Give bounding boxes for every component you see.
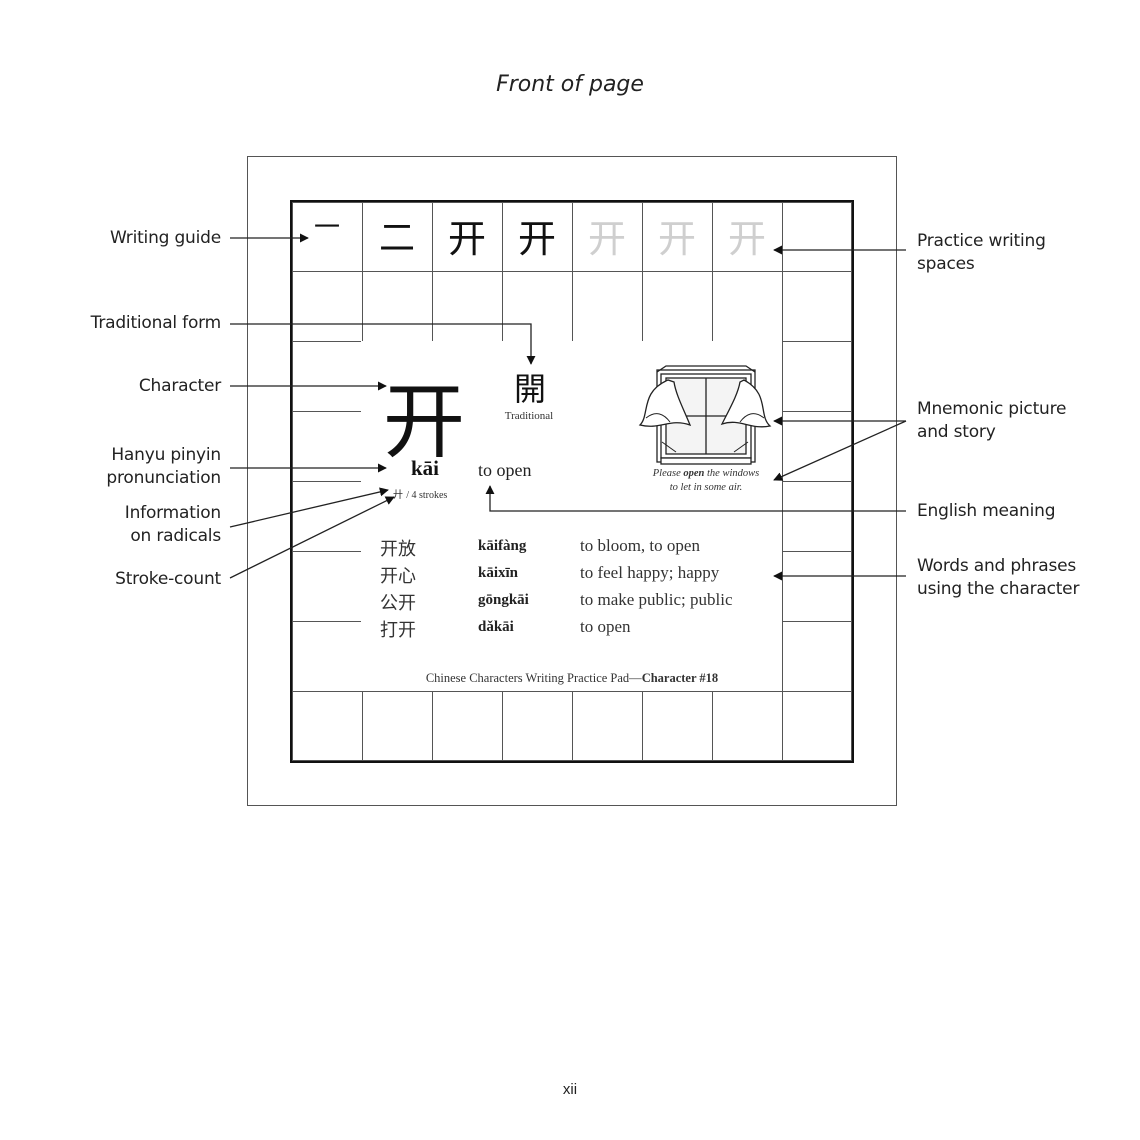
practice-cell (292, 411, 363, 482)
trace-character: 开 (657, 216, 696, 261)
word-pinyin: kāifàng (478, 538, 527, 554)
word-english: to open (580, 617, 631, 636)
mnemonic-story: Please open the windows to let in some a… (652, 468, 760, 493)
page-number: xii (562, 1081, 578, 1098)
word-english: to feel happy; happy (580, 563, 720, 582)
practice-cell (782, 202, 852, 272)
practice-cell (292, 271, 363, 342)
practice-cell (292, 551, 363, 622)
word-english: to bloom, to open (580, 536, 700, 555)
practice-cell (432, 691, 503, 761)
practice-cell (362, 691, 433, 761)
practice-cell (432, 271, 503, 342)
word-characters: 打开 (380, 620, 416, 641)
practice-cell (782, 271, 852, 342)
practice-cell (782, 411, 852, 482)
practice-cell (712, 691, 783, 761)
word-pinyin: dǎkāi (478, 619, 514, 635)
outer-page-border (247, 156, 897, 806)
radical-info: 廾 / 4 strokes (393, 486, 447, 501)
label-stroke-count: Stroke-count (115, 569, 221, 589)
english-meaning: to open (478, 460, 532, 480)
pinyin: kāi (410, 456, 439, 480)
label-traditional-form: Traditional form (90, 313, 222, 333)
practice-cell (292, 481, 363, 552)
trace-character: 开 (587, 216, 626, 261)
word-characters: 公开 (380, 593, 416, 614)
practice-cell (782, 481, 852, 552)
practice-cell (502, 271, 573, 342)
stroke-order-step: 开 (517, 216, 556, 261)
main-character: 开 (382, 374, 465, 470)
page-title: Front of page (496, 72, 644, 97)
radical-glyph: 廾 (393, 490, 403, 501)
practice-cell (782, 691, 852, 761)
practice-cell (642, 271, 713, 342)
practice-cell (782, 341, 852, 412)
label-character: Character (138, 376, 221, 396)
stroke-count: / 4 strokes (406, 490, 448, 501)
practice-cell (782, 551, 852, 622)
practice-cell (782, 621, 852, 692)
label-english-meaning: English meaning (917, 501, 1056, 521)
traditional-label: Traditional (504, 410, 554, 422)
practice-cell (502, 691, 573, 761)
stroke-order-step: 一 (313, 212, 340, 243)
stroke-order-step: 二 (378, 218, 415, 259)
practice-cell (572, 271, 643, 342)
practice-cell (362, 271, 433, 342)
word-pinyin: gōngkāi (478, 592, 529, 608)
practice-cell (292, 621, 363, 692)
label-writing-guide: Writing guide (109, 228, 221, 248)
word-pinyin: kāixīn (478, 565, 519, 581)
trace-character: 开 (727, 216, 766, 261)
practice-cell (292, 341, 363, 412)
practice-cell (642, 691, 713, 761)
word-characters: 开心 (380, 566, 416, 587)
stroke-order-step: 开 (447, 216, 486, 261)
practice-cell (712, 271, 783, 342)
traditional-character: 開 (513, 370, 546, 408)
card-footer: Chinese Characters Writing Practice Pad—… (425, 671, 719, 685)
word-characters: 开放 (380, 539, 416, 560)
word-english: to make public; public (580, 590, 733, 609)
practice-cell (572, 691, 643, 761)
practice-cell (292, 691, 363, 761)
